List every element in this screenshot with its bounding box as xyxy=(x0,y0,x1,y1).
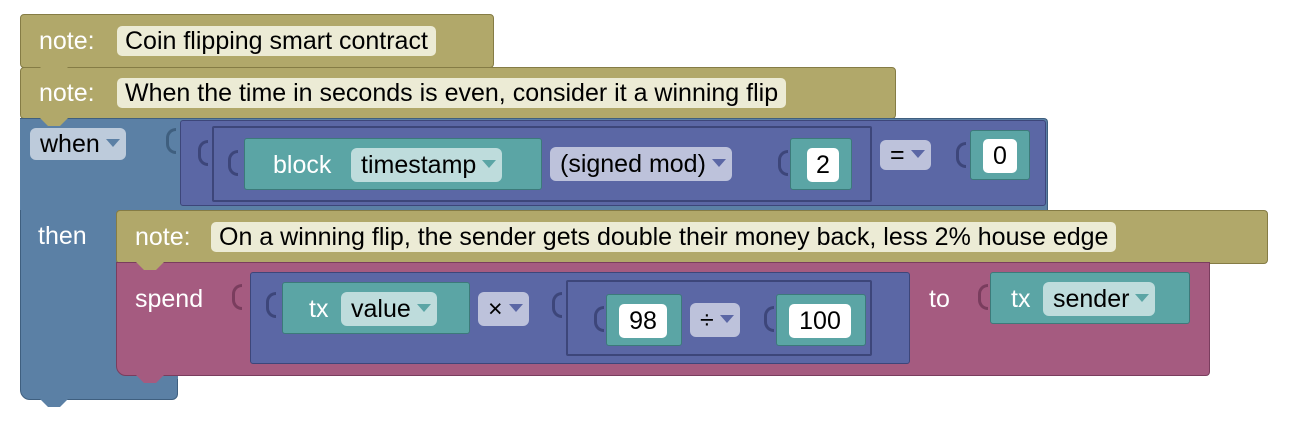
mod-socket-left xyxy=(228,150,238,176)
tx-sender-field: sender xyxy=(1053,285,1130,313)
timestamp-value: timestamp xyxy=(361,151,477,179)
tx-sender-dropdown[interactable]: sender xyxy=(1043,282,1156,316)
number-socket xyxy=(594,306,604,332)
amount-socket xyxy=(232,284,242,310)
number-socket xyxy=(764,306,774,332)
mod-operator-dropdown[interactable]: (signed mod) xyxy=(550,147,732,181)
tx-value-field: value xyxy=(351,295,411,323)
recipient-socket xyxy=(978,284,988,310)
divide-operator-dropdown[interactable]: ÷ xyxy=(690,303,740,337)
block-timestamp-block[interactable]: block timestamp xyxy=(244,138,542,190)
number-field[interactable]: 100 xyxy=(789,304,851,338)
multiply-operator-dropdown[interactable]: × xyxy=(478,292,529,326)
note-keyword: note: xyxy=(39,27,95,55)
note-block-2[interactable]: note: When the time in seconds is even, … xyxy=(20,67,896,119)
tx-sender-block[interactable]: tx sender xyxy=(990,272,1190,324)
number-field[interactable]: 98 xyxy=(619,304,667,338)
number-block-0[interactable]: 0 xyxy=(970,130,1030,180)
note-keyword: note: xyxy=(39,79,95,107)
note-text-field[interactable]: Coin flipping smart contract xyxy=(117,26,436,56)
block-label: block xyxy=(273,151,332,179)
chevron-down-icon xyxy=(711,159,726,168)
number-block-100[interactable]: 100 xyxy=(776,294,866,346)
spend-label: spend xyxy=(135,285,204,313)
note-keyword: note: xyxy=(135,223,191,251)
note-block-3[interactable]: note: On a winning flip, the sender gets… xyxy=(116,210,1268,264)
divide-operator-value: ÷ xyxy=(700,306,714,334)
number-socket xyxy=(956,142,966,168)
chevron-down-icon xyxy=(508,304,523,313)
to-label: to xyxy=(929,285,950,313)
tx-label: tx xyxy=(309,295,329,323)
number-block-98[interactable]: 98 xyxy=(606,294,682,346)
note-text-field[interactable]: When the time in seconds is even, consid… xyxy=(117,78,787,108)
note-block-1[interactable]: note: Coin flipping smart contract xyxy=(20,14,494,68)
when-label: when xyxy=(40,130,100,158)
chevron-down-icon xyxy=(719,315,734,324)
multiply-socket-left xyxy=(266,292,276,318)
timestamp-dropdown[interactable]: timestamp xyxy=(351,148,503,182)
number-socket xyxy=(778,150,788,176)
tx-label: tx xyxy=(1011,285,1031,313)
note-text-field[interactable]: On a winning flip, the sender gets doubl… xyxy=(211,222,1117,252)
number-field[interactable]: 0 xyxy=(983,139,1017,173)
number-block-2[interactable]: 2 xyxy=(790,138,852,190)
chevron-down-icon xyxy=(105,139,120,148)
when-notch xyxy=(40,399,68,407)
mod-operator-value: (signed mod) xyxy=(560,150,706,178)
chevron-down-icon xyxy=(482,160,497,169)
then-label: then xyxy=(38,222,87,250)
chevron-down-icon xyxy=(910,150,925,159)
compare-operator-dropdown[interactable]: = xyxy=(880,140,931,170)
tx-value-block[interactable]: tx value xyxy=(282,282,470,334)
compare-socket-left xyxy=(198,140,208,166)
multiply-operator-value: × xyxy=(488,295,503,323)
chevron-down-icon xyxy=(416,304,431,313)
compare-operator-value: = xyxy=(890,141,905,169)
condition-socket xyxy=(166,128,176,154)
when-dropdown[interactable]: when xyxy=(30,128,126,160)
divide-socket-left xyxy=(552,292,562,318)
chevron-down-icon xyxy=(1135,294,1150,303)
number-field[interactable]: 2 xyxy=(807,148,839,182)
tx-value-dropdown[interactable]: value xyxy=(341,292,437,326)
